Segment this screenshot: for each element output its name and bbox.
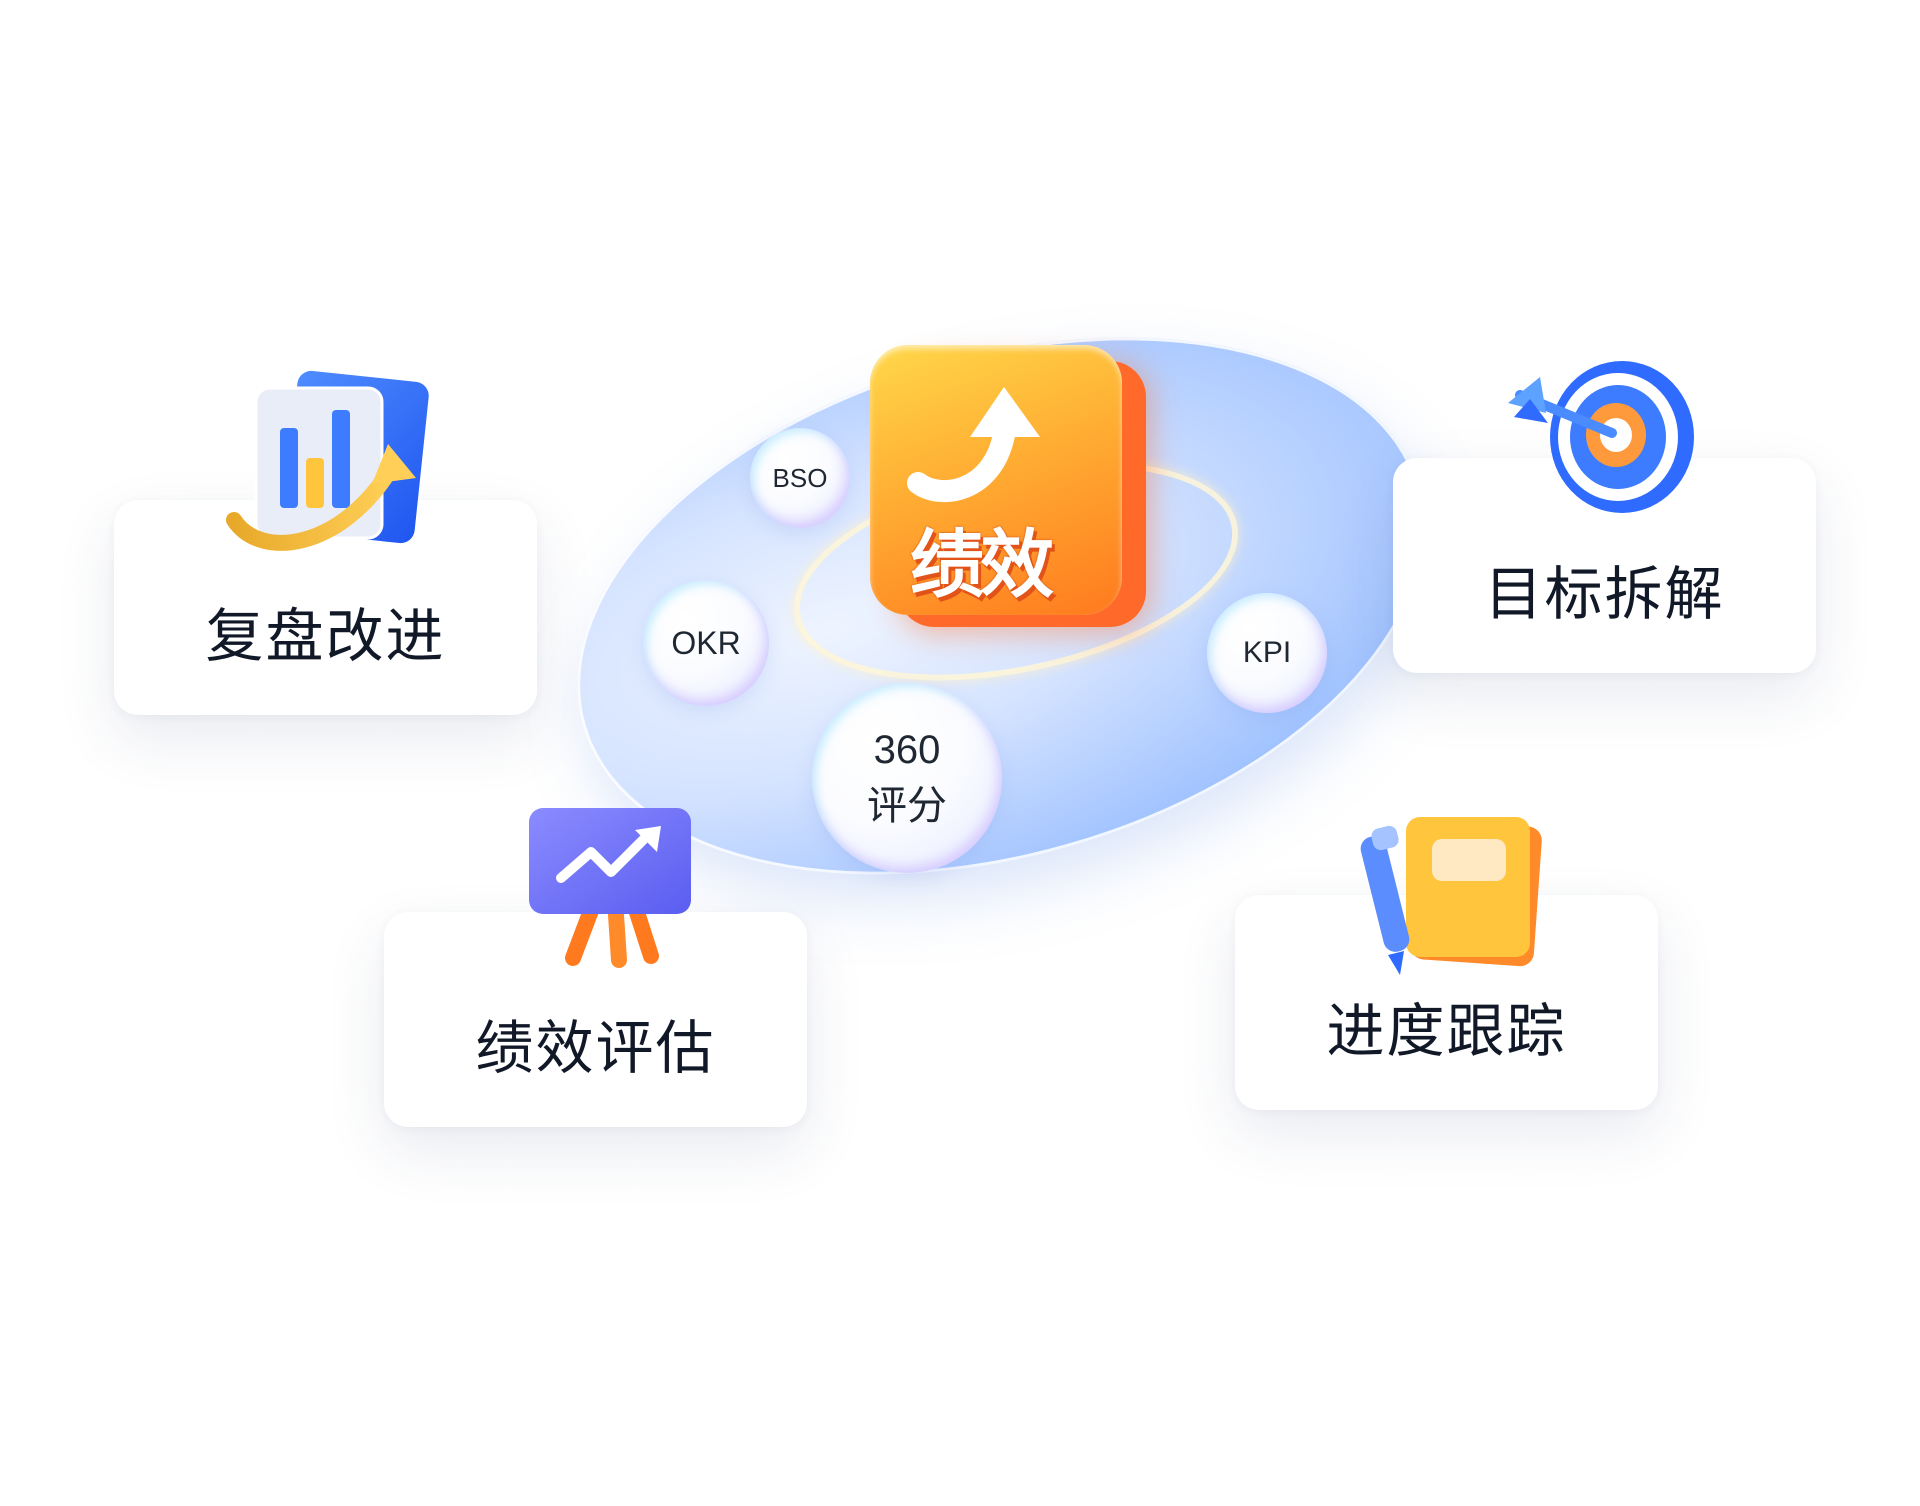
performance-tile: 绩效 <box>870 345 1122 615</box>
card-goal-label: 目标拆解 <box>1484 560 1725 628</box>
bubble-okr-label: OKR <box>671 624 741 661</box>
bubble-bso-label: BSO <box>772 462 828 493</box>
notebook-pen-icon <box>1352 805 1572 1005</box>
card-performance-evaluation: 绩效评估 <box>384 912 807 1127</box>
card-eval-label: 绩效评估 <box>475 1014 716 1082</box>
chart-growth-icon <box>220 370 440 570</box>
bubble-okr: OKR <box>643 580 769 706</box>
presentation-board-icon <box>515 800 735 1000</box>
card-track-label: 进度跟踪 <box>1326 997 1567 1065</box>
bubble-360-score: 360 评分 <box>812 683 1002 873</box>
tile-title: 绩效 <box>910 522 1054 608</box>
bubble-360-line1: 360 <box>873 728 941 772</box>
card-review-label: 复盘改进 <box>205 602 446 670</box>
target-dart-icon <box>1500 355 1720 555</box>
up-arrow-icon <box>907 387 1040 502</box>
bubble-bso: BSO <box>750 428 850 528</box>
bubble-kpi: KPI <box>1207 593 1327 713</box>
bubble-360-line2: 评分 <box>867 784 947 828</box>
bubble-kpi-label: KPI <box>1242 636 1292 669</box>
